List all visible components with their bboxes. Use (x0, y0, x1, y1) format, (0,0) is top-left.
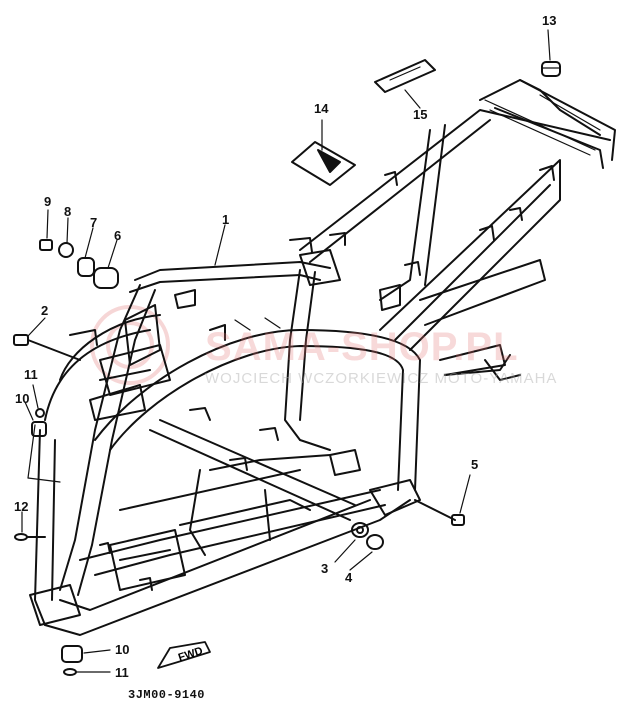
callout-4: 4 (345, 570, 353, 585)
parts-3-4-washer-nut (351, 522, 384, 550)
leader-lines (21, 29, 551, 673)
fwd-arrow (157, 641, 211, 669)
frame-details (234, 94, 601, 331)
callout-15: 15 (413, 107, 428, 122)
callout-13: 13 (542, 13, 557, 28)
parts-10-11-upper (31, 408, 47, 437)
parts-10-11-lower (61, 645, 83, 676)
callout-2: 2 (41, 303, 49, 318)
part-14-plate (291, 141, 356, 186)
callout-9: 9 (44, 194, 52, 209)
callout-5: 5 (471, 457, 479, 472)
part-2-bolt (13, 334, 81, 361)
part-15-pad (374, 59, 436, 93)
part-5-bolt (414, 499, 465, 526)
callout-10-lower: 10 (115, 642, 130, 657)
callout-10-upper: 10 (15, 391, 30, 406)
watermark-logo: SAMA-SHOP.PL (205, 325, 519, 369)
watermark-subtitle: WOJCIECH WCZORKIEWICZ MOTO-YAMAHA (205, 370, 558, 387)
callout-14: 14 (314, 101, 329, 116)
callout-6: 6 (114, 228, 122, 243)
callout-8: 8 (64, 204, 72, 219)
callout-11-lower: 11 (115, 665, 129, 680)
part-13-cap (541, 61, 561, 77)
callout-12: 12 (14, 499, 29, 514)
part-12-bolt (14, 533, 46, 541)
callout-7: 7 (90, 215, 98, 230)
callout-3: 3 (321, 561, 329, 576)
diagram-code: 3JM00-9140 (128, 688, 206, 702)
callout-11-upper: 11 (24, 367, 38, 382)
callout-1: 1 (222, 212, 230, 227)
frame-main (29, 79, 616, 636)
parts-6-9-hardware (39, 239, 119, 289)
fwd-label: FWD (177, 645, 205, 664)
